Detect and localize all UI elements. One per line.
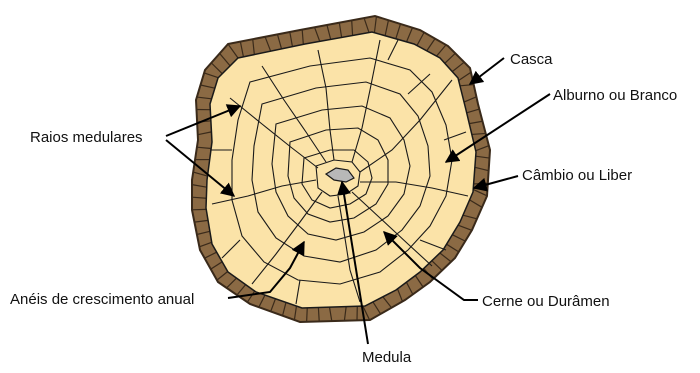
label-aneis: Anéis de crescimento anual — [10, 291, 194, 308]
label-cambio: Câmbio ou Liber — [522, 167, 632, 184]
label-casca: Casca — [510, 51, 553, 68]
label-cerne: Cerne ou Durâmen — [482, 293, 610, 310]
label-medula: Medula — [362, 349, 412, 366]
bark-tick — [318, 307, 319, 321]
label-raios-medulares: Raios medulares — [30, 129, 143, 146]
label-alburno: Alburno ou Branco — [553, 87, 677, 104]
arrow-casca — [470, 58, 504, 84]
bark-tick — [307, 308, 308, 322]
